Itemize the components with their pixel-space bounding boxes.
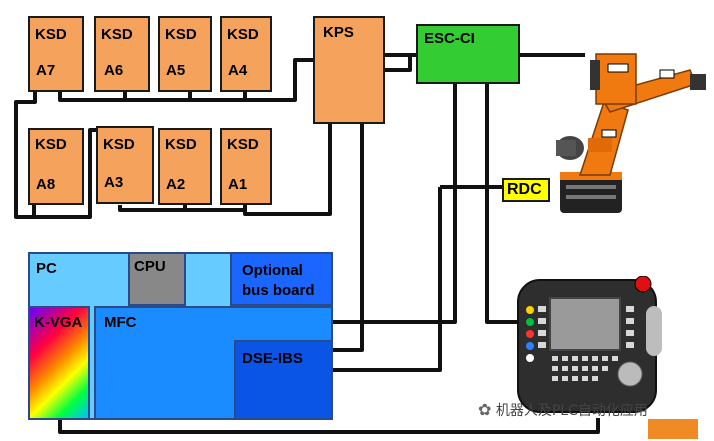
wire-a6-a5 bbox=[123, 92, 192, 102]
rdc-box: RDC bbox=[502, 178, 550, 202]
robot-arm-illustration bbox=[556, 53, 706, 213]
wire-escci-pendant bbox=[485, 84, 520, 324]
dseibs-label: DSE-IBS bbox=[242, 350, 303, 367]
wire-a8-a3 bbox=[32, 128, 98, 219]
watermark: ✿ 机器人及PLC自动化应用 bbox=[478, 400, 648, 420]
ksd-label: KSD bbox=[165, 26, 197, 43]
ksd-label: KSD bbox=[165, 136, 197, 153]
optional-label-line2: bus board bbox=[242, 282, 315, 299]
wire-rdc bbox=[333, 187, 442, 372]
mfc-label: MFC bbox=[104, 314, 137, 331]
wire-a7-a6 bbox=[58, 92, 127, 102]
ksd-a3: KSD A3 bbox=[96, 126, 154, 204]
ksd-a6: KSD A6 bbox=[94, 16, 150, 92]
watermark-text: 机器人及PLC自动化应用 bbox=[495, 403, 648, 419]
rdc-label: RDC bbox=[507, 181, 542, 198]
optional-label-line1: Optional bbox=[242, 262, 303, 279]
wire-a2-a1 bbox=[183, 205, 247, 212]
ksd-a7: KSD A7 bbox=[28, 16, 84, 92]
axis-label: A8 bbox=[36, 176, 56, 193]
teach-pendant-illustration bbox=[517, 276, 662, 413]
escci-box: ESC-CI bbox=[416, 24, 520, 84]
escci-label: ESC-CI bbox=[424, 30, 475, 47]
ksd-a1: KSD A1 bbox=[220, 128, 272, 205]
ksd-label: KSD bbox=[227, 136, 259, 153]
wire-a1-kps bbox=[243, 124, 332, 216]
axis-label: A6 bbox=[104, 62, 124, 79]
kps-label: KPS bbox=[323, 24, 354, 41]
wire-a5-a4 bbox=[188, 92, 247, 102]
axis-label: A1 bbox=[228, 176, 248, 193]
cpu-label: CPU bbox=[134, 258, 166, 275]
ksd-label: KSD bbox=[35, 26, 67, 43]
pc-label: PC bbox=[36, 260, 57, 277]
axis-label: A3 bbox=[104, 174, 124, 191]
axis-label: A2 bbox=[166, 176, 186, 193]
ksd-a4: KSD A4 bbox=[220, 16, 272, 92]
wire-a4-kps bbox=[243, 58, 313, 102]
wechat-icon: ✿ bbox=[478, 400, 492, 419]
axis-label: A7 bbox=[36, 62, 56, 79]
axis-label: A4 bbox=[228, 62, 248, 79]
ksd-label: KSD bbox=[101, 26, 133, 43]
kvga-label: K-VGA bbox=[34, 314, 83, 331]
ksd-label: KSD bbox=[227, 26, 259, 43]
kvga-box: K-VGA bbox=[28, 306, 90, 420]
kps-box: KPS bbox=[313, 16, 385, 124]
wire-escci-mfc bbox=[333, 84, 457, 324]
ksd-a8: KSD A8 bbox=[28, 128, 84, 205]
wire-kps-mfc bbox=[333, 124, 364, 352]
ksd-label: KSD bbox=[103, 136, 135, 153]
orange-tag bbox=[648, 419, 698, 439]
ksd-a5: KSD A5 bbox=[158, 16, 212, 92]
axis-label: A5 bbox=[166, 62, 186, 79]
optional-bus-board: Optional bus board bbox=[230, 252, 333, 306]
wire-kps-escci-2 bbox=[385, 55, 412, 72]
dseibs-box: DSE-IBS bbox=[234, 340, 333, 420]
wire-kvga-pendant bbox=[58, 418, 600, 434]
ksd-label: KSD bbox=[35, 136, 67, 153]
ksd-a2: KSD A2 bbox=[158, 128, 212, 205]
cpu-box: CPU bbox=[128, 252, 186, 306]
wire-a3-a2 bbox=[118, 205, 187, 212]
